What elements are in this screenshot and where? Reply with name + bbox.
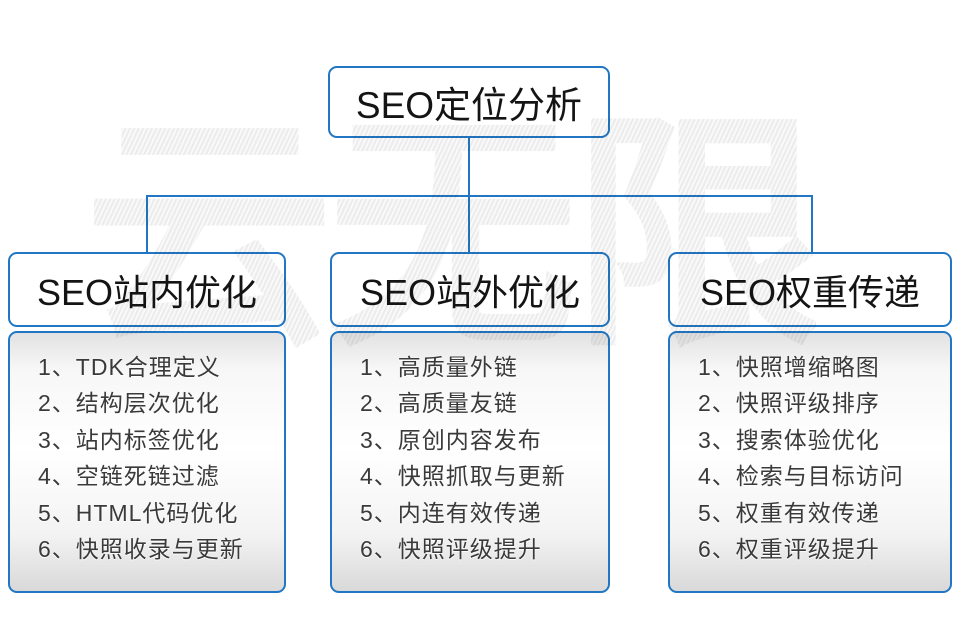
- list-item: 6、权重评级提升: [698, 536, 880, 563]
- list-item: 2、快照评级排序: [698, 390, 880, 417]
- list-weight-transfer: 1、快照增缩略图 2、快照评级排序 3、搜索体验优化 4、检索与目标访问 5、权…: [668, 331, 952, 593]
- node-offsite-seo: SEO站外优化: [330, 252, 610, 327]
- list-item: 4、快照抓取与更新: [360, 463, 566, 490]
- list-item: 1、高质量外链: [360, 354, 518, 380]
- list-item: 6、快照评级提升: [360, 536, 542, 563]
- list-item: 2、结构层次优化: [38, 390, 220, 417]
- list-item: 6、快照收录与更新: [38, 536, 244, 563]
- root-node: SEO定位分析: [328, 66, 610, 138]
- branch-title: SEO权重传递: [699, 271, 921, 313]
- node-onsite-seo: SEO站内优化: [8, 252, 286, 327]
- connector-stem: [468, 137, 470, 197]
- list-item: 5、权重有效传递: [698, 499, 880, 526]
- list-item: 2、高质量友链: [360, 390, 518, 417]
- list-item: 4、检索与目标访问: [698, 463, 904, 490]
- list-item: 3、原创内容发布: [360, 426, 542, 453]
- list-item: 1、TDK合理定义: [38, 354, 221, 380]
- list-item: 3、搜索体验优化: [698, 426, 880, 453]
- list-item: 5、HTML代码优化: [38, 499, 239, 526]
- connector-drop-center: [468, 196, 470, 253]
- root-title: SEO定位分析: [355, 85, 583, 126]
- item-list: 1、高质量外链 2、高质量友链 3、原创内容发布 4、快照抓取与更新 5、内连有…: [360, 349, 602, 567]
- list-item: 3、站内标签优化: [38, 426, 220, 453]
- item-list: 1、TDK合理定义 2、结构层次优化 3、站内标签优化 4、空链死链过滤 5、H…: [38, 349, 278, 567]
- list-offsite-seo: 1、高质量外链 2、高质量友链 3、原创内容发布 4、快照抓取与更新 5、内连有…: [330, 331, 610, 593]
- branch-title: SEO站内优化: [36, 271, 258, 313]
- branch-title: SEO站外优化: [359, 271, 581, 313]
- list-onsite-seo: 1、TDK合理定义 2、结构层次优化 3、站内标签优化 4、空链死链过滤 5、H…: [8, 331, 286, 593]
- connector-drop-left: [146, 196, 148, 253]
- node-weight-transfer: SEO权重传递: [668, 252, 952, 327]
- connector-rail: [146, 195, 813, 197]
- connector-drop-right: [811, 196, 813, 253]
- list-item: 4、空链死链过滤: [38, 463, 220, 490]
- list-item: 1、快照增缩略图: [698, 354, 880, 380]
- item-list: 1、快照增缩略图 2、快照评级排序 3、搜索体验优化 4、检索与目标访问 5、权…: [698, 349, 944, 567]
- list-item: 5、内连有效传递: [360, 499, 542, 526]
